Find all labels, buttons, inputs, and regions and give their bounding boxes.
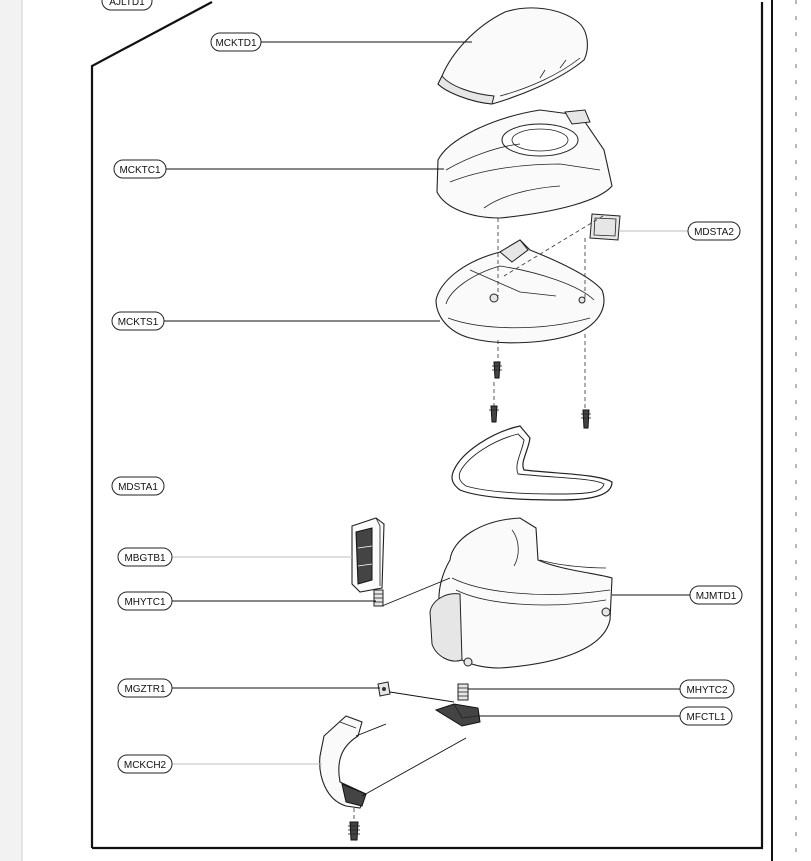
part-mjmtd1: [429, 517, 613, 669]
svg-text:MCKCH2: MCKCH2: [124, 760, 167, 771]
svg-text:MCKTS1: MCKTS1: [118, 317, 159, 328]
svg-text:MHYTC1: MHYTC1: [124, 597, 166, 608]
part-mdsta2: [589, 213, 621, 241]
label-mfctl1: MFCTL1: [679, 706, 733, 726]
svg-text:MDSTA1: MDSTA1: [118, 482, 158, 493]
label-mckts1: MCKTS1: [111, 311, 165, 331]
part-mgztr1: [377, 681, 391, 697]
screw-upper-pair: [489, 361, 591, 429]
part-mcktc1: [436, 109, 613, 219]
part-mhytc2: [457, 683, 469, 701]
svg-text:MGZTR1: MGZTR1: [124, 684, 166, 695]
label-mjmtd1: MJMTD1: [689, 585, 743, 605]
label-mcktd1: MCKTD1: [210, 32, 262, 52]
label-mdsta2: MDSTA2: [687, 221, 741, 241]
label-mbgtb1: MBGTB1: [117, 547, 173, 567]
svg-text:AJLTD1: AJLTD1: [109, 0, 145, 8]
leader-lines: [164, 41, 690, 765]
screw-bottom: [348, 821, 360, 841]
label-mcktc1: MCKTC1: [113, 159, 167, 179]
svg-text:MDSTA2: MDSTA2: [694, 227, 734, 238]
svg-text:MBGTB1: MBGTB1: [124, 553, 166, 564]
left-page-margin: [0, 0, 22, 861]
part-mcktd1: [437, 7, 588, 105]
svg-text:MJMTD1: MJMTD1: [696, 591, 737, 602]
part-mdsta1: [451, 425, 613, 501]
assembly-frame: [90, 1, 764, 850]
label-mhytc1: MHYTC1: [117, 591, 173, 611]
svg-text:MCKTC1: MCKTC1: [119, 165, 161, 176]
label-mdsta1: MDSTA1: [111, 476, 165, 496]
svg-text:MCKTD1: MCKTD1: [215, 38, 257, 49]
part-mckch2: [319, 715, 367, 809]
label-mhytc2: MHYTC2: [679, 679, 735, 699]
label-ajltd1: AJLTD1: [101, 0, 153, 11]
label-mgztr1: MGZTR1: [117, 678, 173, 698]
assembly-guides: [353, 215, 604, 822]
part-mhytc1: [373, 589, 384, 607]
svg-text:MHYTC2: MHYTC2: [686, 685, 728, 696]
part-mckts1: [435, 239, 605, 344]
part-mbgtb1: [351, 517, 385, 593]
part-mfctl1: [434, 703, 481, 727]
svg-text:MFCTL1: MFCTL1: [687, 712, 726, 723]
label-mckch2: MCKCH2: [117, 754, 173, 774]
